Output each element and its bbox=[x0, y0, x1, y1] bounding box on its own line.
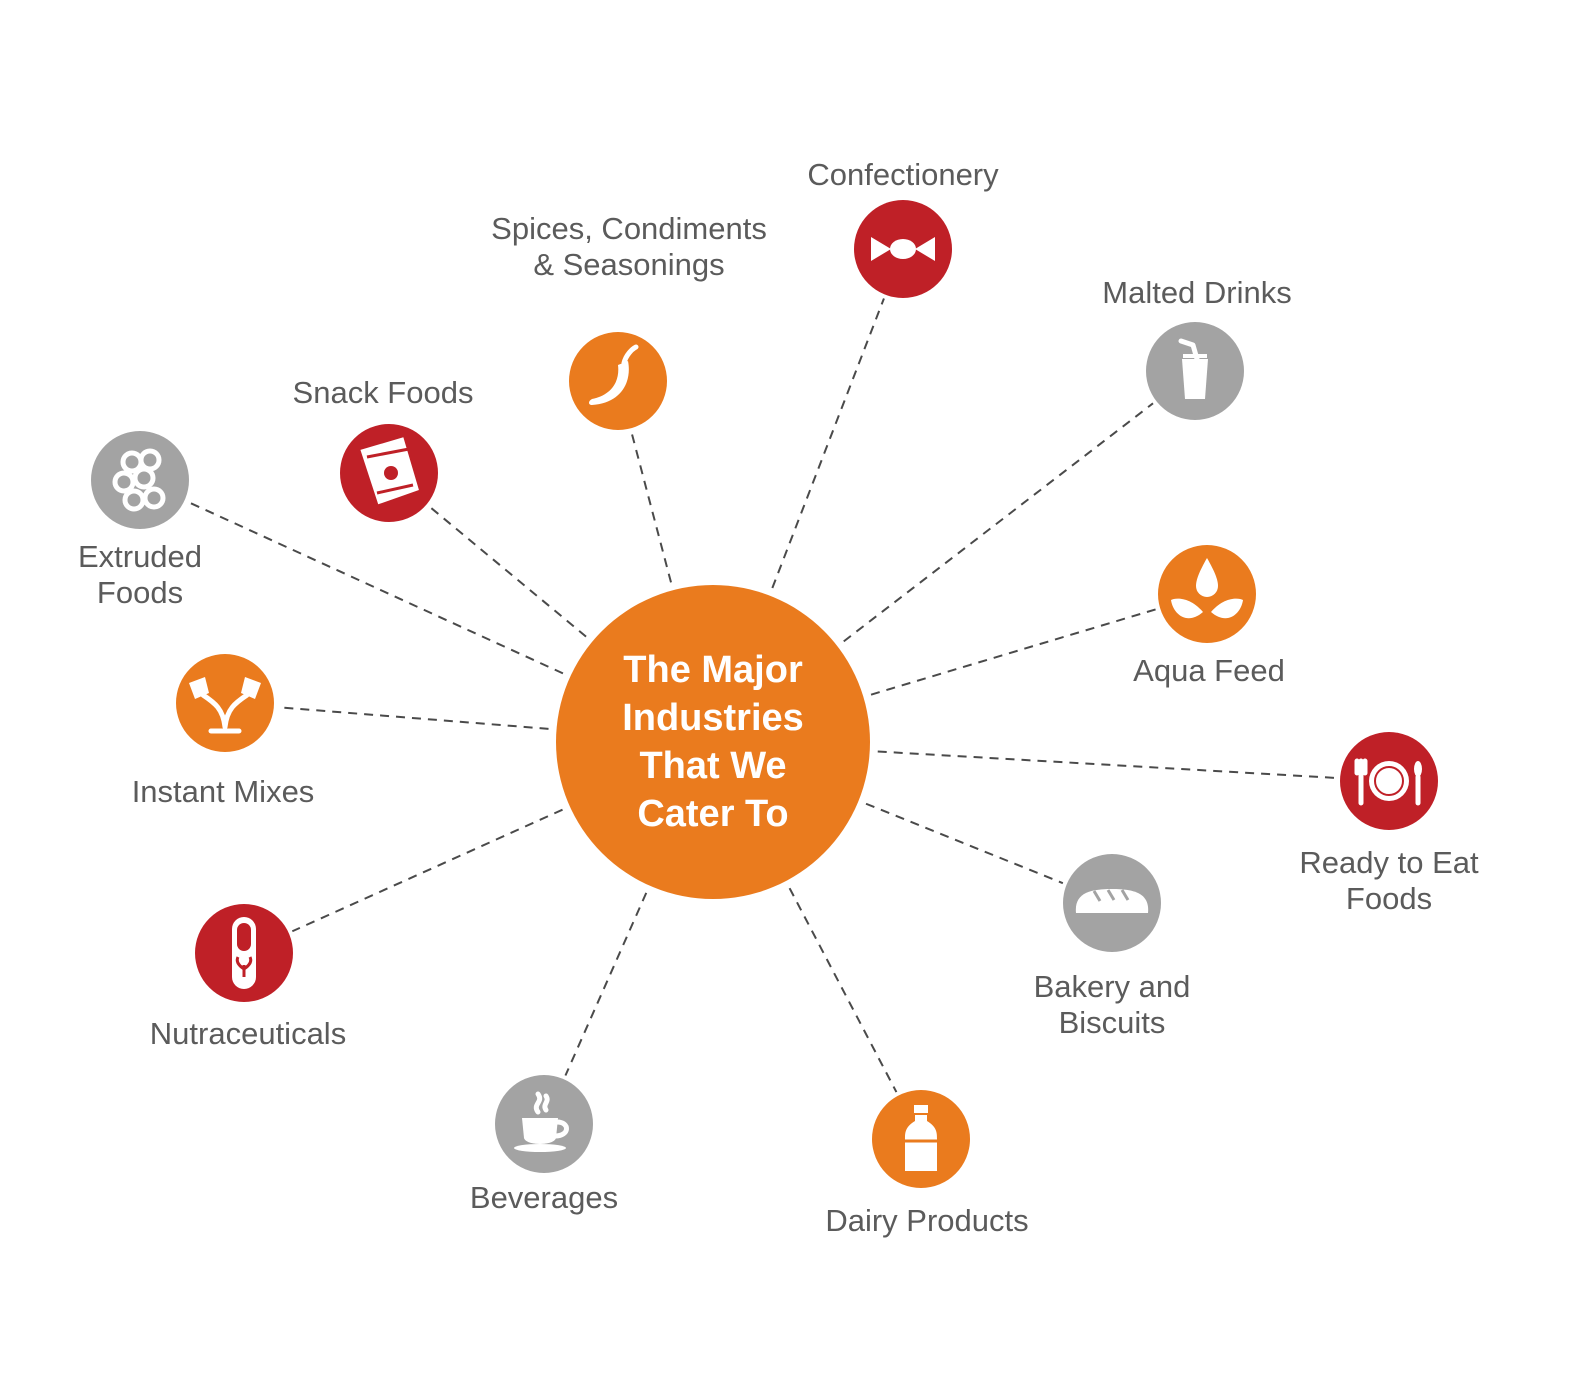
connector-beverages bbox=[564, 892, 648, 1076]
chili-pepper-icon bbox=[589, 344, 639, 405]
candy-icon bbox=[871, 237, 935, 261]
pouring-cups-icon bbox=[189, 677, 261, 734]
coffee-cup-icon bbox=[514, 1091, 569, 1152]
connector-ready-to-eat-foods bbox=[877, 750, 1337, 779]
industry-node-spices-condiments-seasonings: Spices, Condiments& Seasonings bbox=[491, 211, 767, 430]
industry-node-beverages: Beverages bbox=[470, 1075, 618, 1215]
industry-label-spices-condiments-seasonings-line-1: Spices, Condiments bbox=[491, 211, 767, 246]
hub-circle bbox=[556, 585, 870, 899]
connector-malted-drinks bbox=[843, 402, 1154, 643]
rings-icon bbox=[112, 448, 166, 512]
snack-packet-icon bbox=[360, 437, 419, 505]
hub-node: The Major Industries That We Cater To bbox=[556, 585, 870, 899]
industry-label-snack-foods: Snack Foods bbox=[293, 375, 474, 410]
industry-label-aqua-feed: Aqua Feed bbox=[1133, 653, 1285, 688]
industry-label-bakery-and-biscuits-line-1: Bakery and bbox=[1034, 969, 1191, 1004]
industry-node-confectionery: Confectionery bbox=[807, 157, 999, 298]
industry-label-nutraceuticals: Nutraceuticals bbox=[150, 1016, 346, 1051]
connector-extruded-foods bbox=[187, 501, 564, 675]
connector-dairy-products bbox=[788, 887, 898, 1093]
hub-line-3: That We bbox=[639, 745, 786, 787]
connector-spices-condiments-seasonings bbox=[630, 432, 672, 583]
milk-bottle-icon bbox=[905, 1105, 937, 1171]
industry-node-dairy-products: Dairy Products bbox=[825, 1090, 1029, 1238]
industry-label-ready-to-eat-foods-line-1: Ready to Eat bbox=[1299, 845, 1479, 880]
industry-node-aqua-feed: Aqua Feed bbox=[1133, 545, 1285, 688]
industry-label-spices-condiments-seasonings-line-2: & Seasonings bbox=[533, 247, 724, 282]
industry-label-ready-to-eat-foods-line-2: Foods bbox=[1346, 881, 1432, 916]
connector-bakery-and-biscuits bbox=[865, 802, 1064, 885]
industry-label-extruded-foods-line-2: Foods bbox=[97, 575, 183, 610]
connector-confectionery bbox=[771, 298, 885, 589]
connector-aqua-feed bbox=[870, 608, 1157, 696]
bread-loaf-icon bbox=[1075, 889, 1149, 913]
connector-lines bbox=[187, 298, 1337, 1093]
industry-label-confectionery: Confectionery bbox=[807, 157, 999, 192]
hub-line-4: Cater To bbox=[637, 793, 788, 835]
industry-label-extruded-foods-line-1: Extruded bbox=[78, 539, 202, 574]
industry-node-snack-foods: Snack Foods bbox=[293, 375, 474, 522]
plate-fork-spoon-icon bbox=[1354, 758, 1422, 806]
industry-node-nutraceuticals: Nutraceuticals bbox=[150, 904, 346, 1051]
industry-node-malted-drinks: Malted Drinks bbox=[1102, 275, 1292, 420]
hub-line-2: Industries bbox=[622, 697, 804, 739]
droplet-leaves-icon bbox=[1171, 558, 1243, 619]
glass-with-straw-icon bbox=[1178, 338, 1208, 399]
hub-line-1: The Major bbox=[623, 649, 803, 691]
industry-node-instant-mixes: Instant Mixes bbox=[132, 654, 315, 809]
industry-label-beverages: Beverages bbox=[470, 1180, 618, 1215]
industry-label-malted-drinks: Malted Drinks bbox=[1102, 275, 1292, 310]
industry-label-instant-mixes: Instant Mixes bbox=[132, 774, 315, 809]
industry-label-bakery-and-biscuits-line-2: Biscuits bbox=[1059, 1005, 1166, 1040]
connector-snack-foods bbox=[429, 506, 587, 638]
capsule-icon bbox=[232, 917, 256, 989]
industry-circle-extruded-foods bbox=[91, 431, 189, 529]
connector-nutraceuticals bbox=[291, 808, 563, 933]
industry-circle-instant-mixes bbox=[176, 654, 274, 752]
industry-label-dairy-products: Dairy Products bbox=[825, 1203, 1028, 1238]
connector-instant-mixes bbox=[277, 706, 549, 730]
